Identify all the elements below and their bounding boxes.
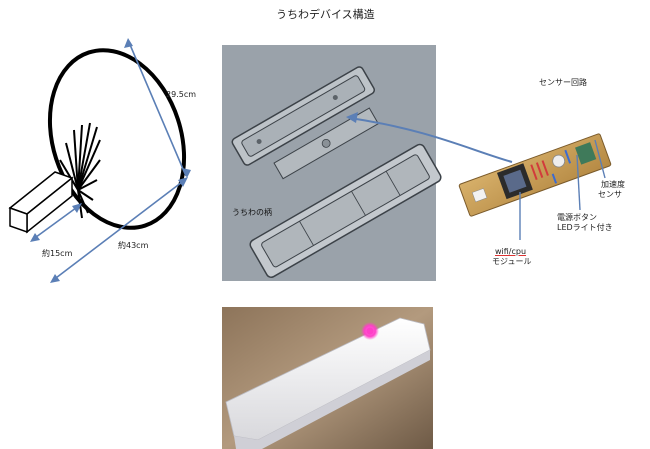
fan-handle [8,171,74,234]
label-diagonal: 29.5cm [166,90,197,99]
label-accelerometer-2: センサ [598,190,622,199]
label-accelerometer-1: 加速度 [601,180,625,189]
label-sensor-circuit: センサー回路 [539,78,587,87]
page-title: うちわデバイス構造 [276,8,375,21]
circuit-callouts [519,139,606,240]
cad-lid [231,66,376,166]
circuit-to-cad-arrow [349,117,513,163]
label-handle: 約15cm [42,249,73,258]
label-wifi-1: wifi/cpu [495,247,527,256]
fan-ribs [59,122,101,219]
dimension-arrows [30,38,191,283]
label-power-button-2: LEDライト付き [557,223,613,232]
label-wifi-2: モジュール [492,257,532,266]
label-total: 約43cm [118,241,149,250]
sensor-board [458,133,612,217]
label-handle-part: うちわの柄 [232,208,272,217]
cad-plate [273,107,379,180]
fan-sketch [8,48,187,234]
device-photo [222,307,433,449]
label-power-button-1: 電源ボタン [557,213,597,222]
fan-outline [47,48,187,230]
cad-housing [249,143,442,278]
cad-render [222,45,442,281]
